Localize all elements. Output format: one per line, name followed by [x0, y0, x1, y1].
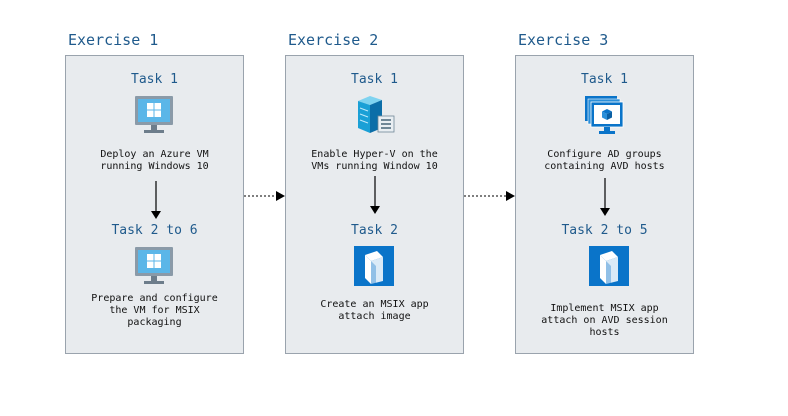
exercise-1-title: Exercise 1: [68, 31, 159, 49]
exercise-3-panel: Task 1 Configure AD groups containing AV…: [515, 55, 694, 354]
exercise-2-task-2-title: Task 2: [351, 223, 398, 238]
exercise-1-task-1-desc: Deploy an Azure VM running Windows 10: [100, 149, 209, 172]
msix-package-icon: [354, 246, 394, 286]
exercise-3-title: Exercise 3: [518, 31, 609, 49]
exercise-2-panel: Task 1 Enable Hyper-V on the VMs running…: [285, 55, 464, 354]
exercise-1-task-2-desc: Prepare and configure the VM for MSIX pa…: [91, 293, 218, 328]
arrow-down-icon: [370, 176, 380, 214]
msix-package-icon: [589, 246, 629, 286]
exercise-3-task-2-title: Task 2 to 5: [561, 223, 648, 238]
exercise-1-task-2-title: Task 2 to 6: [111, 223, 198, 238]
exercise-2-title: Exercise 2: [288, 31, 379, 49]
exercise-3-task-1-title: Task 1: [581, 72, 628, 87]
windows-vm-icon: [135, 247, 173, 284]
host-pool-icon: [585, 96, 624, 134]
exercise-1-panel: Task 1 Deploy an Azure VM running Window…: [65, 55, 244, 354]
arrow-right-icon: [464, 191, 515, 201]
exercise-2-task-2-desc: Create an MSIX app attach image: [320, 299, 429, 322]
server-icon: [358, 96, 395, 133]
exercise-1-task-1-title: Task 1: [131, 72, 178, 87]
exercise-3-task-2-desc: Implement MSIX app attach on AVD session…: [541, 303, 668, 338]
exercise-2-task-1-desc: Enable Hyper-V on the VMs running Window…: [311, 149, 438, 172]
windows-vm-icon: [135, 96, 173, 133]
exercise-2-task-1-title: Task 1: [351, 72, 398, 87]
arrow-right-icon: [244, 191, 285, 201]
arrow-down-icon: [151, 181, 161, 219]
exercise-3-task-1-desc: Configure AD groups containing AVD hosts: [544, 149, 665, 172]
arrow-down-icon: [600, 178, 610, 216]
